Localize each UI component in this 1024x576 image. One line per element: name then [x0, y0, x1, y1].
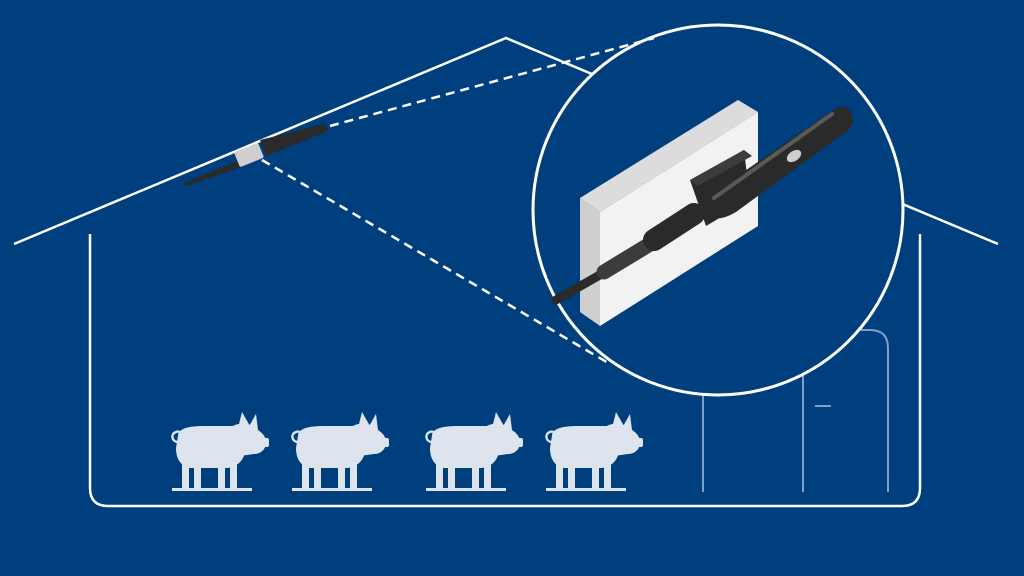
barn-walls	[88, 234, 922, 508]
roof-sensor	[182, 124, 328, 186]
projection-lines	[261, 36, 655, 366]
sensor-detail	[551, 100, 853, 326]
